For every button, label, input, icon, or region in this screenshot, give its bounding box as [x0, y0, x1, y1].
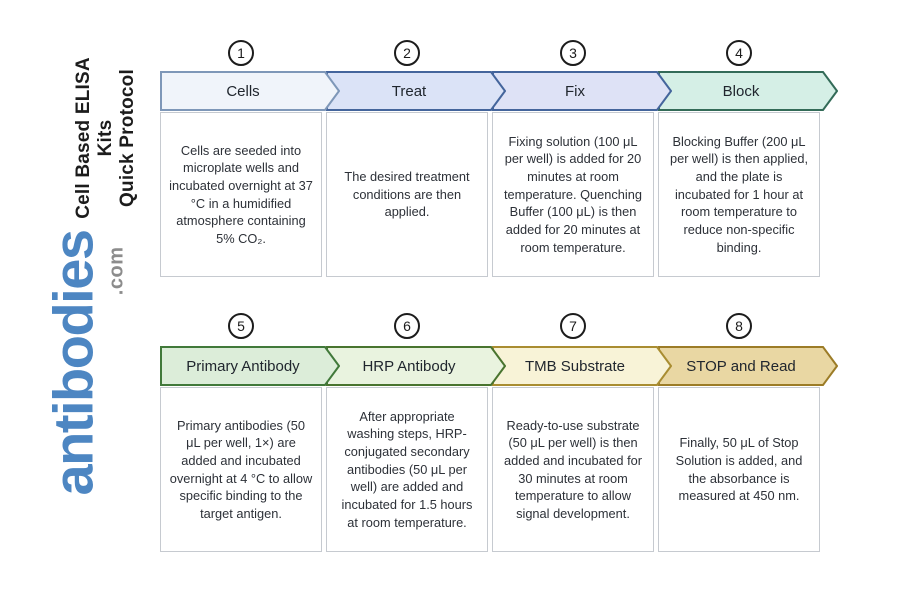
step-number-2: 2	[403, 45, 411, 61]
page-title: Cell Based ELISA Kits Quick Protocol	[73, 44, 138, 232]
step-label-5: Primary Antibody	[186, 357, 300, 375]
step-description-4: Blocking Buffer (200 μL per well) is the…	[658, 112, 820, 277]
step-number-7: 7	[569, 318, 577, 334]
step-label-2: Treat	[391, 82, 427, 100]
step-label-4: Block	[722, 82, 760, 100]
step-circle-5: 5	[228, 313, 254, 339]
brand-logo: antibodies .com	[40, 230, 136, 496]
step-label-3: Fix	[565, 82, 585, 100]
step-circle-8: 8	[726, 313, 752, 339]
brand-tld: .com	[105, 246, 128, 296]
step-label-7: TMB Substrate	[524, 357, 626, 375]
step-description-6: After appropriate washing steps, HRP-con…	[326, 387, 488, 552]
step-description-7: Ready-to-use substrate (50 μL per well) …	[492, 387, 654, 552]
step-circle-7: 7	[560, 313, 586, 339]
step-number-3: 3	[569, 45, 577, 61]
step-circle-3: 3	[560, 40, 586, 66]
step-label-6: HRP Antibody	[362, 357, 456, 375]
step-arrow-5	[160, 346, 340, 386]
step-description-3: Fixing solution (100 μL per well) is add…	[492, 112, 654, 277]
step-number-8: 8	[735, 318, 743, 334]
brand-name: antibodies	[41, 230, 105, 496]
step-description-2: The desired treatment conditions are the…	[326, 112, 488, 277]
step-circle-4: 4	[726, 40, 752, 66]
step-number-1: 1	[237, 45, 245, 61]
step-circle-2: 2	[394, 40, 420, 66]
step-circle-6: 6	[394, 313, 420, 339]
step-number-4: 4	[735, 45, 743, 61]
page-title-line2: Quick Protocol	[117, 69, 138, 207]
step-description-5: Primary antibodies (50 μL per well, 1×) …	[160, 387, 322, 552]
step-description-1: Cells are seeded into microplate wells a…	[160, 112, 322, 277]
step-circle-1: 1	[228, 40, 254, 66]
step-description-8: Finally, 50 μL of Stop Solution is added…	[658, 387, 820, 552]
step-arrow-1	[160, 71, 340, 111]
step-number-5: 5	[237, 318, 245, 334]
step-label-1: Cells	[226, 82, 260, 100]
step-label-8: STOP and Read	[686, 357, 796, 375]
step-number-6: 6	[403, 318, 411, 334]
page-title-line1: Cell Based ELISA Kits	[73, 57, 116, 219]
